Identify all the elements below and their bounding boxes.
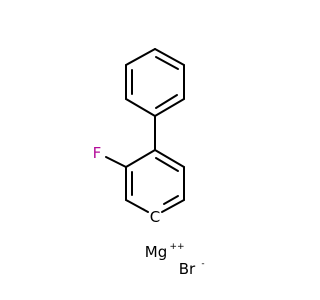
structure-canvas: F C - Mg ++ Br - xyxy=(92,48,205,278)
fluorine-label: F xyxy=(93,144,102,162)
bond xyxy=(125,199,149,213)
phenyl-ring xyxy=(125,48,185,117)
double-bond-inner xyxy=(155,56,179,70)
bond xyxy=(125,149,156,168)
bromide-charge: - xyxy=(201,259,204,269)
bond xyxy=(125,48,156,66)
fluorine-bond xyxy=(105,156,127,168)
fluorophenyl-ring xyxy=(125,149,185,213)
bond xyxy=(154,98,185,117)
magnesium-label: Mg xyxy=(145,243,167,261)
double-bond-inner xyxy=(163,195,179,205)
bond xyxy=(154,48,185,66)
carbanion-label: C xyxy=(150,208,160,226)
bromide-label: Br xyxy=(179,260,196,278)
bond xyxy=(154,149,185,168)
double-bond-inner xyxy=(155,94,178,109)
double-bond-inner xyxy=(155,157,179,172)
carbanion-charge: - xyxy=(141,204,144,214)
bond xyxy=(125,98,156,117)
magnesium-charge: ++ xyxy=(169,242,184,252)
bond xyxy=(161,199,185,213)
molecule-drawing: F C - Mg ++ Br - xyxy=(93,48,205,278)
